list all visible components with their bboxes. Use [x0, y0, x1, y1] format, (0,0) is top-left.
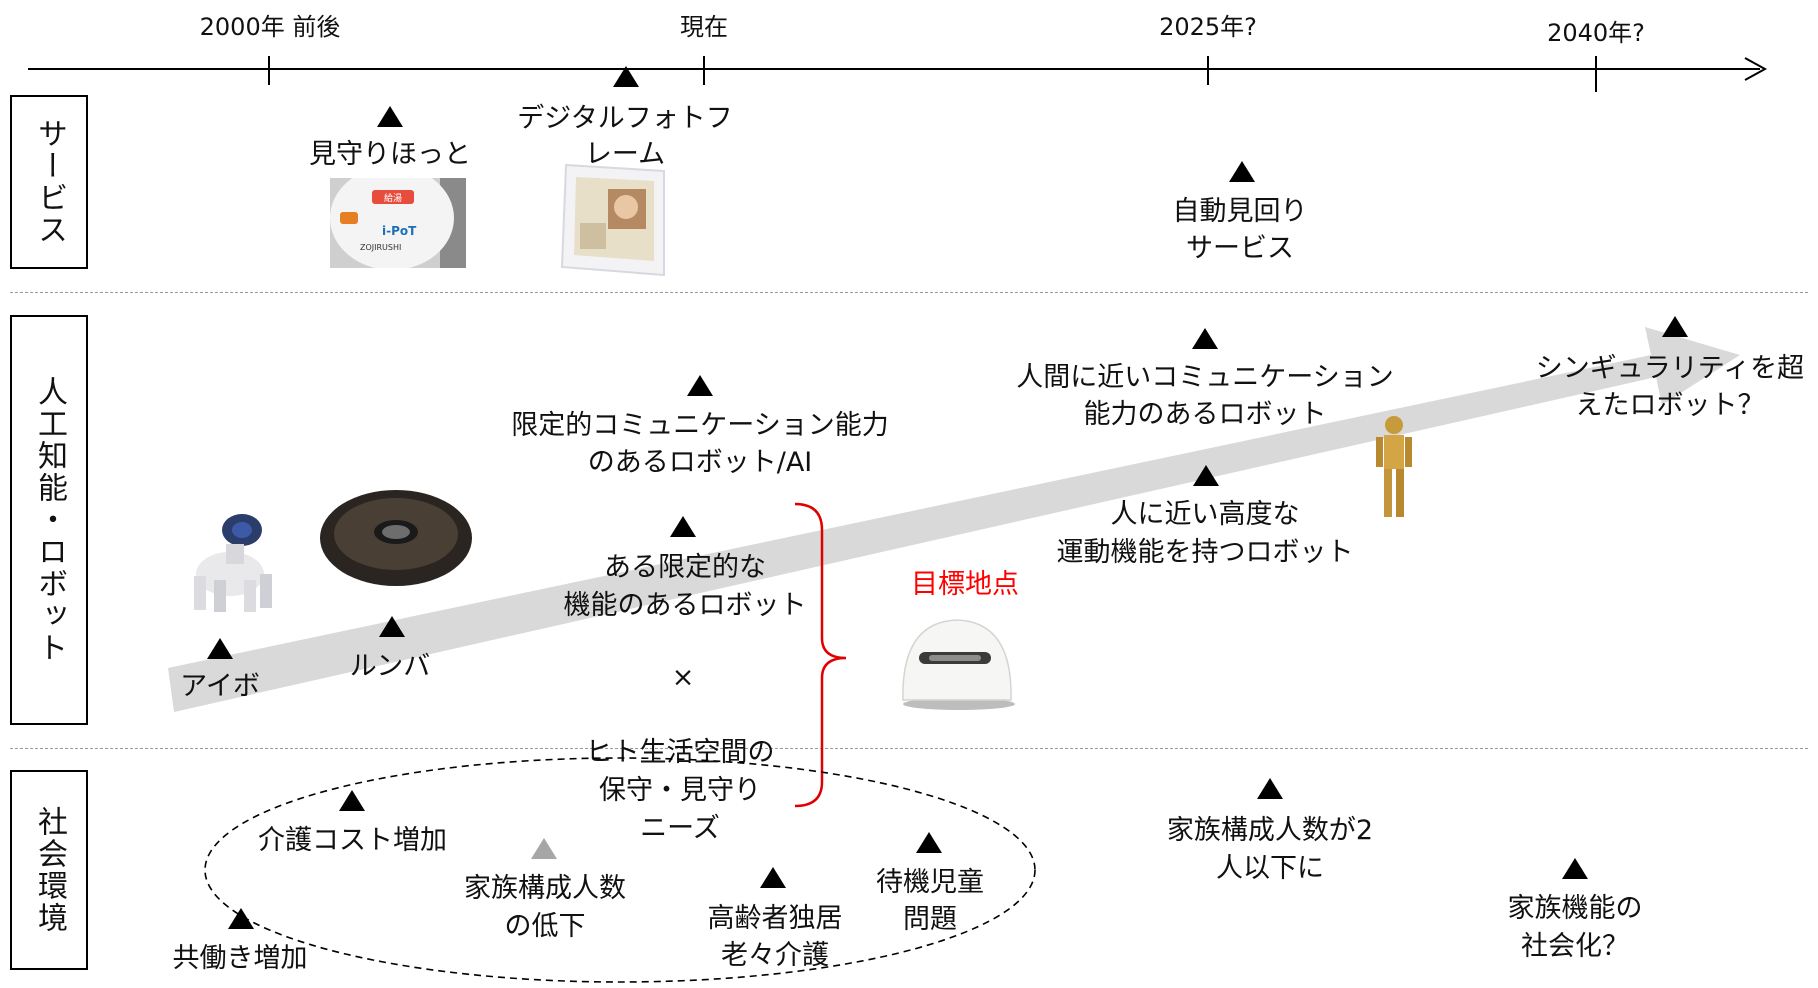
limited-comm-marker-icon — [687, 375, 713, 396]
elderly-marker-icon — [760, 867, 786, 888]
auto-patrol-label-line2: サービス — [1186, 233, 1294, 264]
waiting-children-label-line1: 待機児童 — [876, 867, 984, 898]
tick-2000: 2000年 前後 — [199, 13, 341, 41]
target-label: 目標地点 — [911, 569, 1019, 600]
socialize-marker-icon — [1562, 858, 1588, 879]
dual-income-marker-icon — [228, 908, 254, 929]
category-social: 社会環境 — [10, 770, 88, 970]
limited-comm-label-line2: のあるロボット/AI — [587, 447, 813, 478]
category-service-label: サービス — [32, 118, 67, 246]
family-decline-label-line1: 家族構成人数 — [464, 873, 626, 904]
ipot-button-text: 給湯 — [384, 192, 402, 204]
times-symbol: × — [671, 662, 695, 693]
target-robot-photo — [895, 612, 1020, 712]
needs-label-line3: ニーズ — [640, 813, 720, 844]
photoframe-label-line1: デジタルフォトフ — [517, 103, 733, 134]
photoframe-photo — [560, 163, 670, 278]
tick-2040: 2040年? — [1547, 19, 1645, 47]
divider-service — [10, 292, 1808, 293]
auto-patrol-marker-icon — [1229, 161, 1255, 182]
category-ai-robot-label: 人工知能・ロボット — [32, 376, 67, 664]
aibo-marker-icon — [207, 638, 233, 659]
tick-now: 現在 — [680, 13, 728, 41]
now-marker-icon — [613, 66, 639, 87]
elderly-label-line1: 高齢者独居 — [707, 903, 843, 934]
category-social-label: 社会環境 — [32, 806, 67, 934]
singularity-label-line2: えたロボット？ — [1575, 390, 1765, 421]
mimamori-marker-icon — [377, 106, 403, 127]
care-cost-marker-icon — [339, 790, 365, 811]
motion-label-line2: 運動機能を持つロボット — [1056, 537, 1354, 568]
timeline-axis — [28, 56, 1768, 92]
singularity-marker-icon — [1662, 316, 1688, 337]
social-issues-ellipse — [204, 757, 1036, 983]
limited-func-label-line2: 機能のあるロボット — [563, 590, 807, 621]
limited-func-label-line1: ある限定的な — [604, 552, 766, 583]
ipot-photo: i-PoT ZOJIRUSHI 給湯 — [330, 178, 466, 268]
singularity-label-line1: シンギュラリティを超 — [1535, 353, 1805, 384]
waiting-children-marker-icon — [916, 832, 942, 853]
motion-marker-icon — [1193, 465, 1219, 486]
elderly-label-line2: 老々介護 — [721, 940, 829, 971]
human-comm-label-line2: 能力のあるロボット — [1083, 399, 1327, 430]
c3po-photo — [1368, 413, 1420, 523]
waiting-children-label-line2: 問題 — [903, 904, 957, 935]
aibo-photo — [170, 500, 310, 618]
auto-patrol-label-line1: 自動見回り — [1172, 196, 1308, 227]
red-bracket — [794, 502, 847, 808]
dual-income-label: 共働き増加 — [172, 943, 308, 974]
photoframe-label-line2: レーム — [584, 139, 666, 170]
family-decline-label-line2: の低下 — [504, 911, 586, 942]
limited-comm-label-line1: 限定的コミュニケーション能力 — [511, 410, 889, 441]
socialize-label-line1: 家族機能の — [1507, 893, 1643, 924]
roomba-photo — [318, 488, 474, 588]
family-two-label-line1: 家族構成人数が2 — [1166, 815, 1374, 846]
category-service: サービス — [10, 95, 88, 269]
roomba-marker-icon — [379, 616, 405, 637]
needs-label-line2: 保守・見守り — [599, 775, 761, 806]
aibo-label: アイボ — [180, 671, 260, 702]
limited-func-marker-icon — [670, 516, 696, 537]
tick-2025: 2025年? — [1159, 13, 1257, 41]
family-two-marker-icon — [1257, 778, 1283, 799]
motion-label-line1: 人に近い高度な — [1110, 499, 1300, 530]
human-comm-marker-icon — [1192, 328, 1218, 349]
category-ai-robot: 人工知能・ロボット — [10, 315, 88, 725]
ipot-brand-text: ZOJIRUSHI — [360, 243, 401, 252]
socialize-label-line2: 社会化？ — [1521, 931, 1629, 962]
mimamori-label: 見守りほっと — [309, 139, 471, 170]
care-cost-label: 介護コスト増加 — [258, 825, 447, 856]
family-decline-marker-icon — [531, 838, 557, 859]
divider-robot — [10, 748, 1808, 749]
family-two-label-line2: 人以下に — [1216, 853, 1324, 884]
ipot-logo-text: i-PoT — [382, 224, 417, 238]
roomba-label: ルンバ — [349, 651, 431, 682]
human-comm-label-line1: 人間に近いコミュニケーション — [1016, 362, 1394, 393]
